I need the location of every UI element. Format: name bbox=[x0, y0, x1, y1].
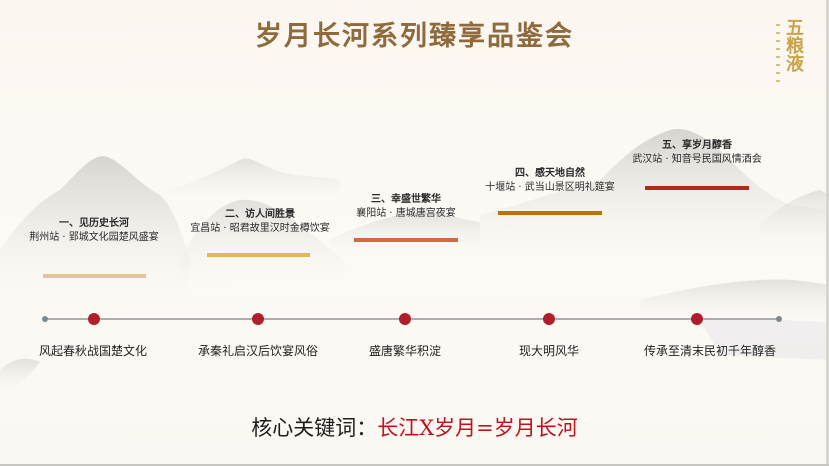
logo-tagline bbox=[776, 24, 780, 84]
core-keyword: 核心关键词：长江X岁月=岁月长河 bbox=[0, 412, 829, 442]
timeline-start-point bbox=[42, 316, 48, 322]
keyword-value: 长江X岁月=岁月长河 bbox=[377, 416, 578, 440]
timeline-dot-3 bbox=[399, 313, 411, 325]
station-1: 一、见历史长河 荆州站 · 郢城文化园楚风盛宴 bbox=[10, 217, 178, 245]
timeline-dot-2 bbox=[252, 313, 264, 325]
timeline-dot-4 bbox=[543, 313, 555, 325]
station-heading: 三、幸盛世繁华 bbox=[371, 194, 441, 205]
station-3-bar bbox=[354, 238, 458, 242]
station-subtitle: 十堰站 · 武当山景区明礼筵宴 bbox=[485, 182, 615, 193]
station-2: 二、访人间胜景 宜昌站 · 昭君故里汉时金樽饮宴 bbox=[176, 208, 344, 236]
station-heading: 一、见历史长河 bbox=[59, 218, 129, 229]
slide-right-border bbox=[826, 0, 829, 466]
station-5: 五、享岁月醇香 武汉站 · 知音号民国风情酒会 bbox=[613, 139, 781, 167]
station-subtitle: 荆州站 · 郢城文化园楚风盛宴 bbox=[29, 232, 159, 243]
station-subtitle: 襄阳站 · 唐城唐宫夜宴 bbox=[356, 208, 456, 219]
station-5-bar bbox=[645, 186, 749, 190]
timeline-era-1: 风起春秋战国楚文化 bbox=[38, 344, 147, 358]
station-3: 三、幸盛世繁华 襄阳站 · 唐城唐宫夜宴 bbox=[322, 193, 490, 221]
station-subtitle: 武汉站 · 知音号民国风情酒会 bbox=[632, 154, 762, 165]
slide-bottom-border bbox=[0, 464, 829, 466]
station-1-bar bbox=[43, 274, 146, 278]
timeline-dot-1 bbox=[88, 313, 100, 325]
station-heading: 四、感天地自然 bbox=[515, 168, 585, 179]
timeline-dot-5 bbox=[691, 313, 703, 325]
station-4-bar bbox=[498, 211, 602, 215]
station-subtitle: 宜昌站 · 昭君故里汉时金樽饮宴 bbox=[190, 223, 330, 234]
keyword-label: 核心关键词： bbox=[251, 416, 378, 440]
timeline-line bbox=[45, 318, 779, 320]
logo-brand-text: 五粮液 bbox=[783, 18, 804, 72]
timeline-era-2: 承秦礼启汉后饮宴风俗 bbox=[197, 344, 318, 358]
timeline-end-point bbox=[776, 316, 782, 322]
station-2-bar bbox=[207, 253, 310, 257]
page-title: 岁月长河系列臻享品鉴会 bbox=[255, 21, 574, 52]
timeline-era-5: 传承至清末民初千年醇香 bbox=[643, 344, 776, 358]
brand-logo: 五粮液 bbox=[776, 18, 806, 88]
station-4: 四、感天地自然 十堰站 · 武当山景区明礼筵宴 bbox=[466, 167, 634, 195]
station-heading: 二、访人间胜景 bbox=[225, 209, 295, 220]
timeline-era-3: 盛唐繁华积淀 bbox=[368, 344, 441, 358]
timeline-era-4: 现大明风华 bbox=[518, 344, 579, 358]
station-heading: 五、享岁月醇香 bbox=[662, 140, 732, 151]
